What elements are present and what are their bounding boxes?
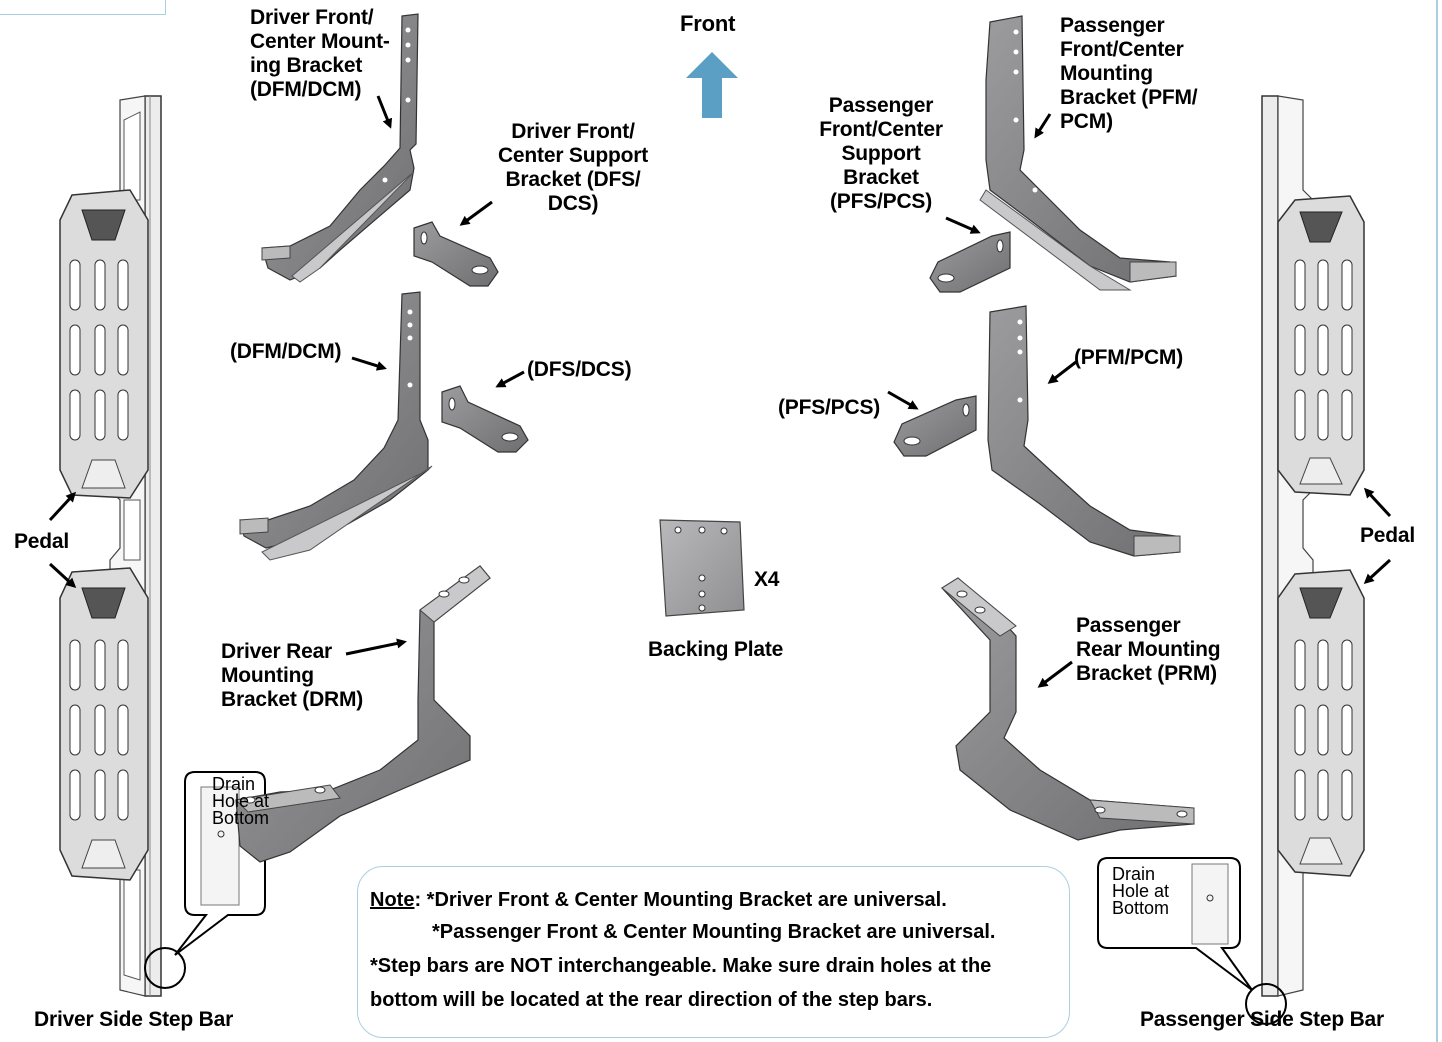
- dfs-dcs-label: Driver Front/ Center Support Bracket (DF…: [497, 120, 649, 215]
- dfm-dcm-label: Driver Front/ Center Mount- ing Bracket …: [250, 6, 390, 101]
- dfs-dcs-mid-label: (DFS/DCS): [527, 358, 632, 381]
- driver-rear-mounting-bracket: [234, 565, 491, 863]
- passenger-rear-mounting-bracket: [941, 577, 1195, 841]
- note-line-4: bottom will be located at the rear direc…: [370, 989, 933, 1011]
- pfm-pcm-mid-label: (PFM/PCM): [1074, 346, 1184, 369]
- page-border: [1436, 0, 1438, 1042]
- pedal: [1277, 569, 1365, 877]
- dfm-dcm-mid-label: (DFM/DCM): [230, 340, 342, 363]
- driver-step-bar-label: Driver Side Step Bar: [34, 1008, 234, 1031]
- pedal-label-right: Pedal: [1360, 524, 1416, 547]
- drain-hole-label-right: Drain Hole at Bottom: [1112, 864, 1170, 918]
- driver-front-center-mounting-bracket: [261, 13, 419, 283]
- backing-plate-label: Backing Plate: [648, 638, 784, 661]
- pedal: [59, 189, 149, 499]
- pfs-pcs-mid-label: (PFS/PCS): [778, 396, 881, 419]
- backing-plate: [659, 519, 745, 617]
- drain-hole-circle: [1245, 983, 1287, 1025]
- front-label: Front: [680, 11, 736, 36]
- driver-front-center-support-bracket: [413, 221, 499, 287]
- pedal: [1277, 195, 1365, 496]
- passenger-front-center-support-bracket: [929, 231, 1011, 293]
- drain-hole-circle: [144, 947, 186, 989]
- front-arrow: [686, 52, 738, 118]
- driver-side-step-bar: [59, 95, 266, 997]
- pfs-pcs-label: Passenger Front/Center Support Bracket (…: [819, 94, 943, 213]
- drain-hole-label-left: Drain Hole at Bottom: [212, 774, 270, 828]
- note-line-2: *Passenger Front & Center Mounting Brack…: [432, 921, 996, 943]
- x4-label: X4: [754, 568, 780, 591]
- drm-label: Driver Rear Mounting Bracket (DRM): [221, 640, 364, 711]
- passenger-front-center-mounting-bracket-mid: [987, 305, 1181, 557]
- pedal: [59, 567, 149, 881]
- note-prefix: Note: [370, 889, 415, 911]
- note-text-1: : *Driver Front & Center Mounting Bracke…: [414, 889, 947, 911]
- pfm-pcm-label: Passenger Front/Center Mounting Bracket …: [1060, 14, 1198, 133]
- header-frame: [0, 0, 166, 15]
- passenger-step-bar-label: Passenger Side Step Bar: [1140, 1008, 1385, 1031]
- driver-front-center-mounting-bracket-mid: [239, 291, 433, 561]
- pointer-arrows: [48, 95, 1392, 688]
- driver-front-center-support-bracket-mid: [441, 385, 529, 453]
- prm-label: Passenger Rear Mounting Bracket (PRM): [1076, 614, 1221, 685]
- note-box: Note: *Driver Front & Center Mounting Br…: [357, 866, 1070, 1038]
- passenger-front-center-support-bracket-mid: [893, 395, 977, 457]
- note-line-3: *Step bars are NOT interchangeable. Make…: [370, 955, 992, 977]
- note-line-1: Note: *Driver Front & Center Mounting Br…: [370, 889, 947, 911]
- pedal-label-left: Pedal: [14, 530, 70, 553]
- passenger-side-step-bar: [1097, 95, 1365, 1025]
- passenger-front-center-mounting-bracket: [979, 15, 1177, 291]
